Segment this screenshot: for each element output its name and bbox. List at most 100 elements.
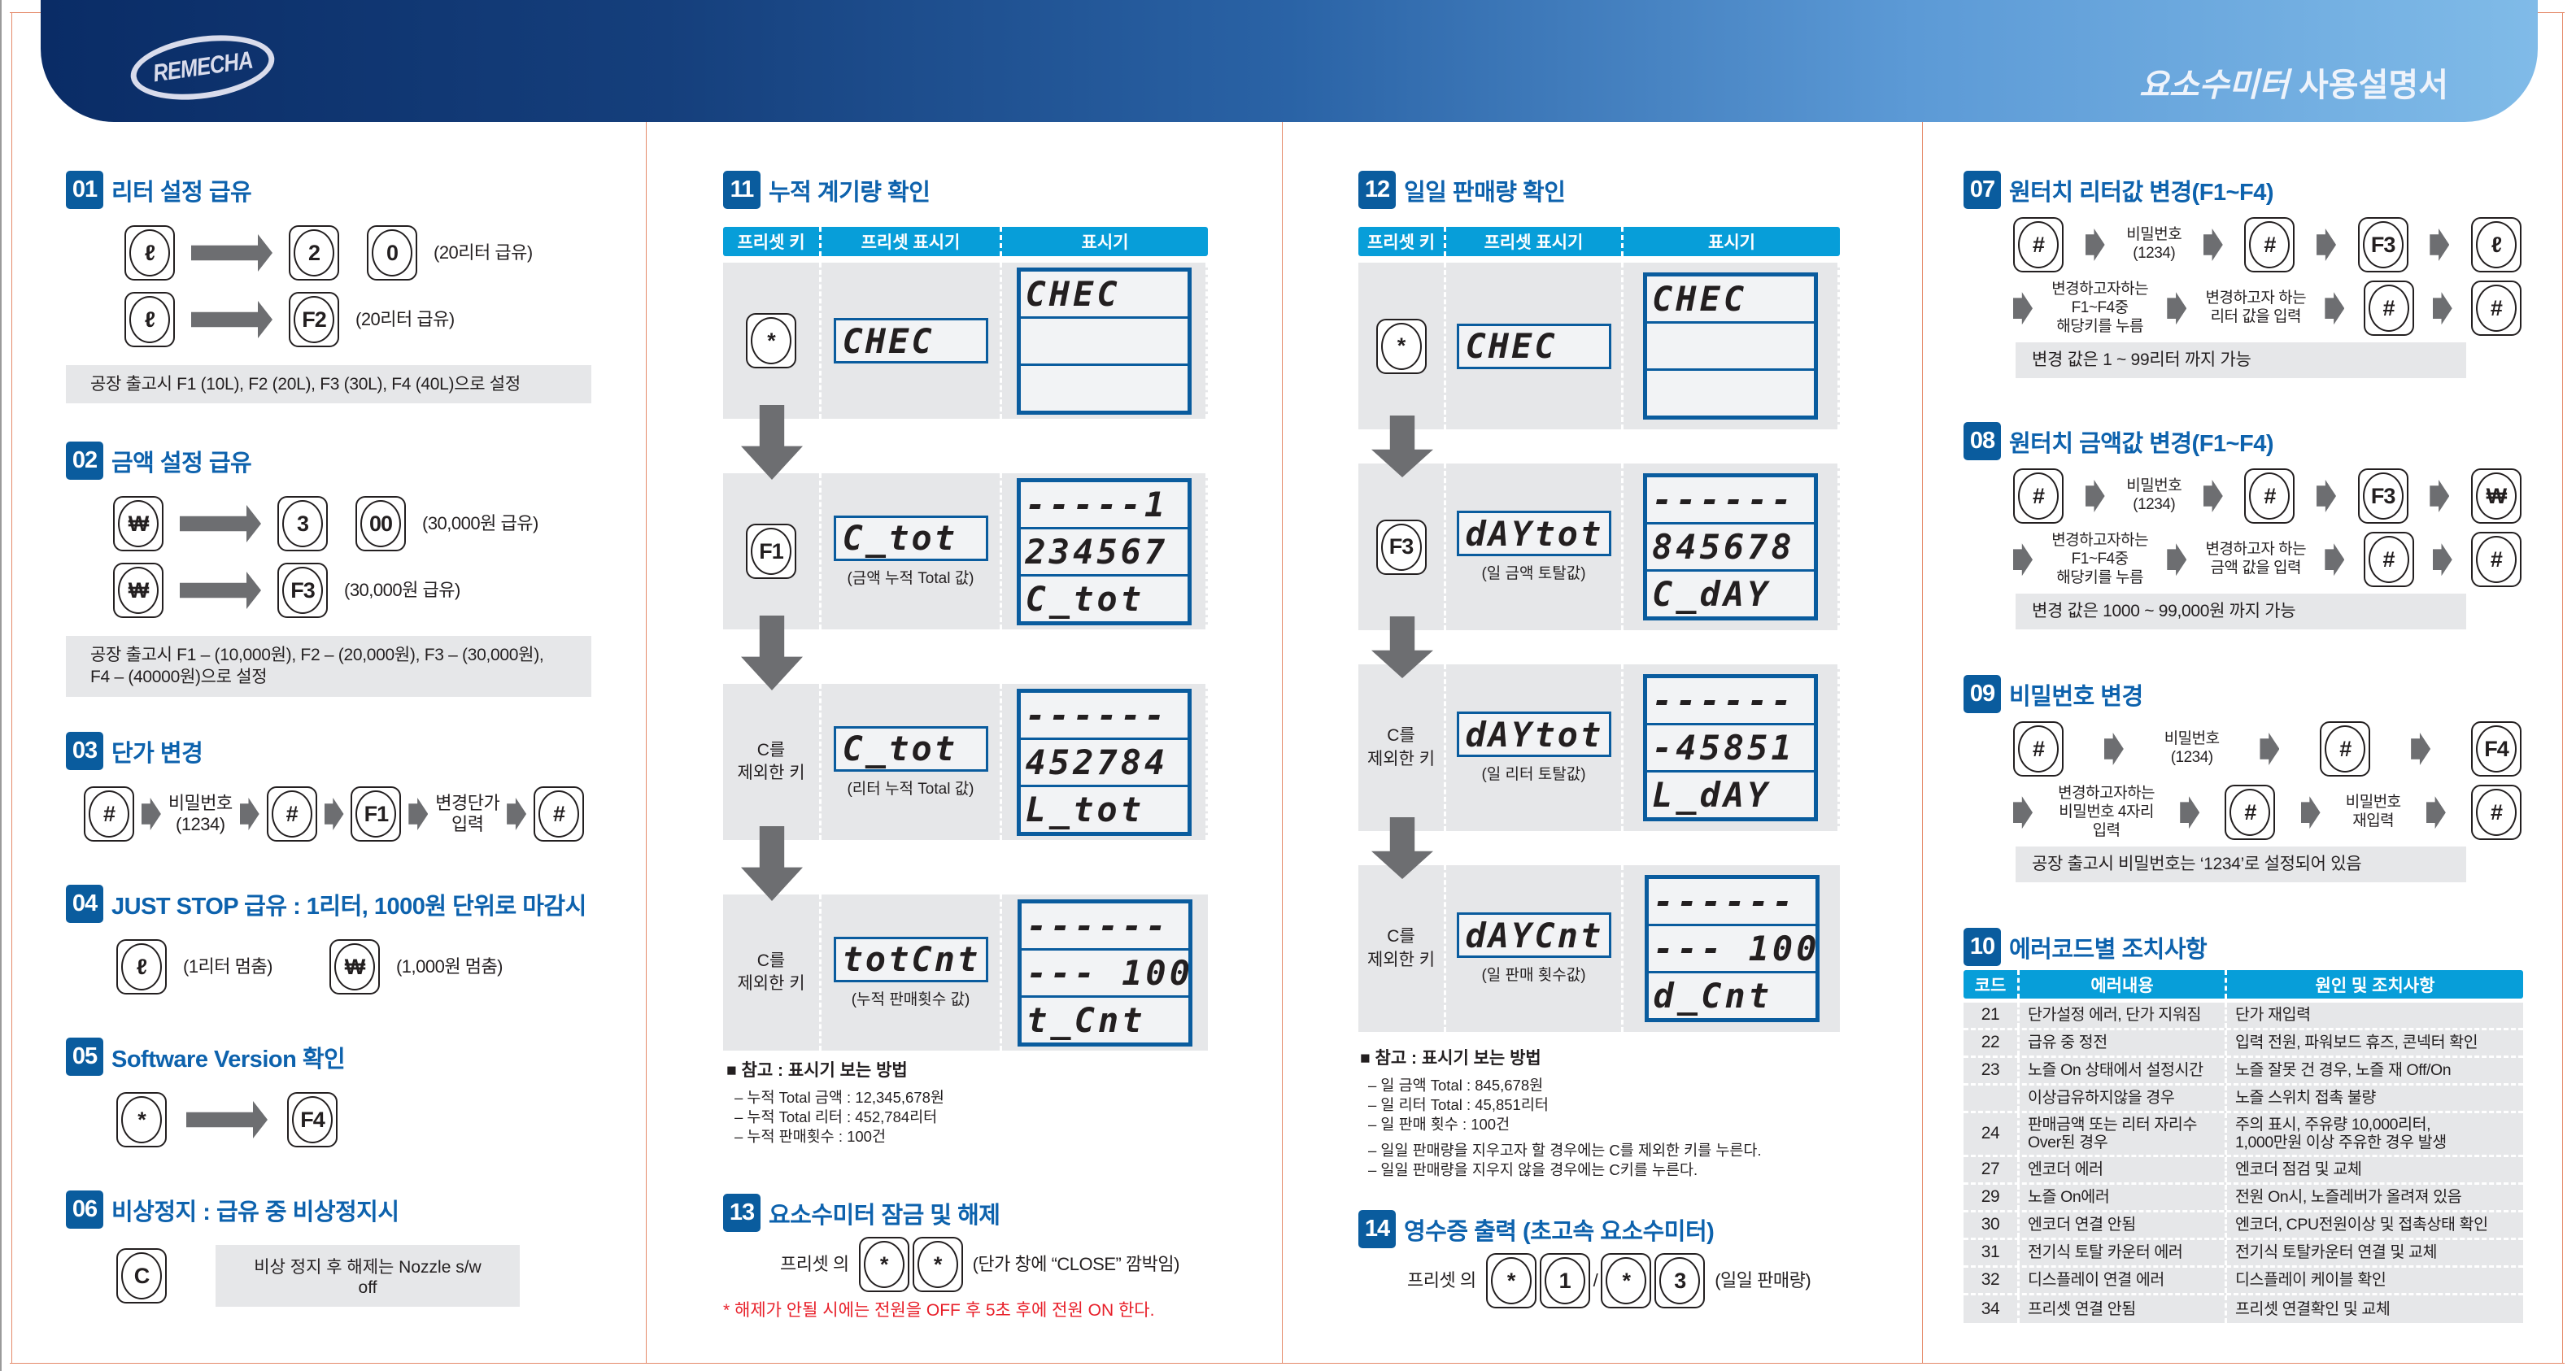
preset-key-cell: *: [1358, 263, 1446, 429]
key-f2-key[interactable]: F2: [289, 292, 339, 347]
star-key[interactable]: *: [858, 1237, 909, 1292]
section-title: 09 비밀번호 변경: [1964, 675, 2522, 713]
section-heading: 비밀번호 변경: [2009, 683, 2143, 710]
hash-key[interactable]: #: [2363, 532, 2414, 588]
reference-line: – 누적 판매횟수 : 100건: [734, 1128, 886, 1145]
main-lcd: CHEC: [1016, 267, 1192, 415]
key-1-key[interactable]: 1: [1539, 1253, 1590, 1308]
reference-line: – 누적 Total 금액 : 12,345,678원: [734, 1089, 944, 1106]
liter-key-label: ℓ: [129, 296, 170, 343]
hash-key[interactable]: #: [2471, 785, 2522, 841]
section-heading: 영수증 출력 (초고속 요소수미터): [1404, 1218, 1715, 1245]
key-3-key[interactable]: 3: [277, 496, 328, 551]
hash-key[interactable]: #: [2320, 721, 2371, 777]
hash-key[interactable]: #: [84, 786, 134, 842]
hash-key[interactable]: #: [2470, 281, 2522, 337]
hash-key[interactable]: #: [266, 786, 317, 842]
hash-key[interactable]: #: [2244, 468, 2295, 524]
won-key[interactable]: ₩: [329, 939, 380, 995]
lcd-line: ------: [1022, 903, 1188, 948]
key-f4-key[interactable]: F4: [2470, 721, 2522, 777]
arrow-right-icon: [2013, 543, 2033, 577]
column-header: 프리셋 표시기: [1446, 227, 1624, 256]
star-key[interactable]: *: [1601, 1253, 1652, 1308]
clear-key[interactable]: C: [116, 1248, 167, 1304]
hash-key[interactable]: #: [534, 786, 584, 842]
key-3-key-label: 3: [1659, 1257, 1701, 1304]
step-label: 비밀번호 재입력: [2345, 794, 2401, 830]
section-number-badge: 04: [66, 885, 103, 923]
key-f3-key[interactable]: F3: [277, 563, 328, 618]
lcd-line: L_dAY: [1647, 773, 1814, 817]
won-key[interactable]: ₩: [113, 563, 163, 618]
hash-key-label: #: [2475, 536, 2517, 584]
hash-key[interactable]: #: [2013, 468, 2064, 524]
hash-key[interactable]: #: [2225, 785, 2276, 841]
star-key[interactable]: *: [912, 1237, 963, 1292]
key-3-key-label: 3: [282, 500, 323, 547]
section-number-badge: 06: [66, 1190, 103, 1229]
key-f1-key[interactable]: F1: [351, 786, 402, 842]
hash-key[interactable]: #: [2013, 217, 2064, 272]
key-f3-key[interactable]: F3: [1375, 519, 1427, 575]
hash-key[interactable]: #: [2244, 217, 2295, 272]
arrow-right-icon: [2317, 228, 2337, 261]
star-key-label: *: [863, 1241, 904, 1288]
key-2-key[interactable]: 2: [289, 225, 339, 281]
section-number-badge: 09: [1964, 675, 2001, 713]
lcd-line: L_tot: [1020, 786, 1188, 832]
key-f4-key[interactable]: F4: [287, 1092, 338, 1147]
error-code: 22: [1964, 1030, 2020, 1055]
liter-key[interactable]: ℓ: [2470, 217, 2522, 272]
key-f3-key[interactable]: F3: [2357, 468, 2408, 524]
hash-key[interactable]: #: [2470, 532, 2522, 588]
column-header: 프리셋 키: [1358, 227, 1446, 256]
star-key[interactable]: *: [116, 1092, 167, 1147]
star-key[interactable]: *: [746, 313, 796, 368]
won-key[interactable]: ₩: [113, 496, 163, 551]
clear-key-label: C: [121, 1252, 162, 1299]
arrow-right-icon: [191, 301, 272, 338]
key-00-key[interactable]: 00: [355, 496, 406, 551]
lcd-caption: (누적 판매횟수 값): [851, 990, 970, 1008]
key-f1-key[interactable]: F1: [746, 524, 796, 579]
reference-line: – 일 판매 횟수 : 100건: [1368, 1116, 1510, 1133]
error-remedy: 전기식 토탈카운터 연결 및 교체: [2235, 1243, 2438, 1262]
hash-key-label: #: [2476, 789, 2517, 837]
preset-display-cell: totCnt(누적 판매횟수 값): [822, 894, 1002, 1051]
arrow-right-icon: [2167, 292, 2187, 325]
section-number-badge: 12: [1358, 171, 1396, 209]
section-number-badge: 08: [1964, 422, 2001, 460]
hash-key[interactable]: #: [2363, 281, 2414, 337]
step-label: /: [1593, 1269, 1598, 1290]
warning-note: * 해제가 안될 시에는 전원을 OFF 후 5초 후에 전원 ON 한다.: [723, 1301, 1155, 1320]
star-key[interactable]: *: [1375, 318, 1427, 374]
lcd-line: ------: [1020, 692, 1188, 738]
won-key[interactable]: ₩: [2470, 468, 2522, 524]
key-f3-key[interactable]: F3: [2357, 217, 2408, 272]
reference-line: – 일일 판매량을 지우지 않을 경우에는 C키를 누른다.: [1368, 1161, 1698, 1178]
liter-key[interactable]: ℓ: [116, 939, 167, 995]
preset-key-cell: C를 제외한 키: [1358, 664, 1446, 831]
star-key[interactable]: *: [1485, 1253, 1536, 1308]
liter-key[interactable]: ℓ: [124, 225, 175, 281]
key-0-key[interactable]: 0: [367, 225, 417, 281]
key-sequence: 프리셋 의*1/*3(일일 판매량): [1407, 1253, 1811, 1308]
error-description: 단가설정 에러, 단가 지워짐: [2020, 1003, 2227, 1028]
liter-key[interactable]: ℓ: [124, 292, 175, 347]
hash-key[interactable]: #: [2013, 721, 2064, 777]
key-3-key[interactable]: 3: [1654, 1253, 1706, 1308]
key-f3-key-label: F3: [2362, 221, 2404, 268]
